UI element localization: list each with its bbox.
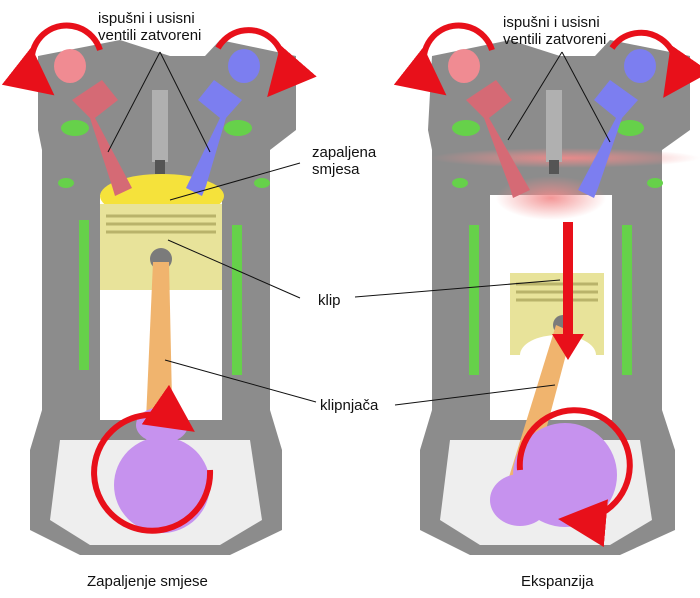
piston-label: klip — [318, 292, 341, 309]
right-coolant-port — [452, 178, 468, 188]
connecting-rod-label: klipnjača — [320, 397, 378, 414]
left-engine — [30, 25, 296, 555]
right-coolant-port — [647, 178, 663, 188]
right-engine — [420, 25, 700, 555]
right-exhaust-cam — [448, 49, 480, 83]
left-coolant-port — [61, 120, 89, 136]
left-coolant-channel-left — [79, 220, 89, 370]
ignited-mixture-label-line: smjesa — [312, 161, 376, 178]
left-spark-plug — [152, 90, 168, 162]
left-intake-cam — [228, 49, 260, 83]
right-spark-plug — [546, 90, 562, 162]
valves-closed-label-right: ispušni i usisni ventili zatvoreni — [503, 14, 606, 48]
valves-closed-label-line: ventili zatvoreni — [503, 31, 606, 48]
left-coolant-port — [58, 178, 74, 188]
ignited-mixture-label-line: zapaljena — [312, 144, 376, 161]
right-crank-weight — [490, 474, 550, 526]
right-coolant-port — [452, 120, 480, 136]
right-coolant-channel-left — [469, 225, 479, 375]
caption-expansion: Ekspanzija — [521, 573, 594, 590]
ignited-mixture-label: zapaljena smjesa — [312, 144, 376, 178]
caption-ignition: Zapaljenje smjese — [87, 573, 208, 590]
left-coolant-port — [254, 178, 270, 188]
valves-closed-label-line: ispušni i usisni — [503, 14, 606, 31]
left-coolant-channel-right — [232, 225, 242, 375]
piston-motion-arrow-shaft — [563, 222, 573, 337]
valves-closed-label-left: ispušni i usisni ventili zatvoreni — [98, 10, 201, 44]
right-coolant-channel-right — [622, 225, 632, 375]
right-spark-plug-tip — [549, 160, 559, 174]
exhaust-heat-glow — [430, 148, 700, 168]
left-coolant-port — [224, 120, 252, 136]
left-crank — [114, 437, 210, 533]
left-spark-plug-tip — [155, 160, 165, 174]
left-exhaust-cam — [54, 49, 86, 83]
right-intake-cam — [624, 49, 656, 83]
valves-closed-label-line: ventili zatvoreni — [98, 27, 201, 44]
valves-closed-label-line: ispušni i usisni — [98, 10, 201, 27]
